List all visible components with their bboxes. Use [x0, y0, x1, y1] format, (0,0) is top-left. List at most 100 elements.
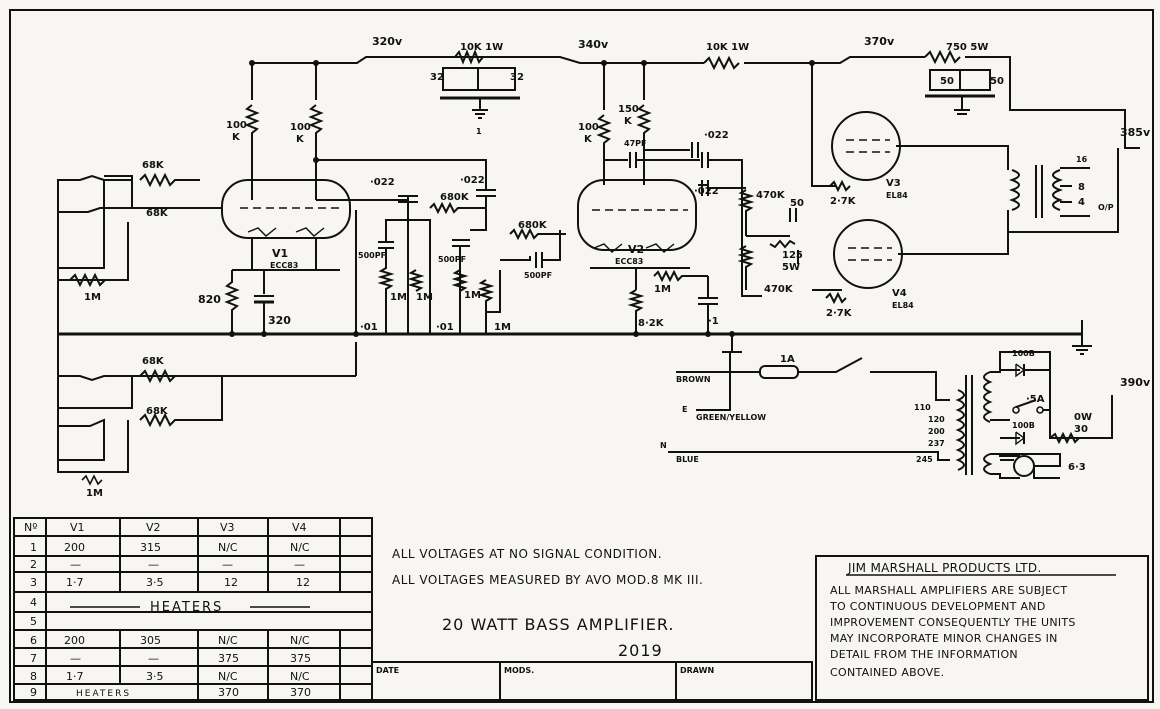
- cap-47pf: 47PF: [624, 139, 646, 148]
- pot-1m-c: 1M: [464, 290, 481, 301]
- plate-resistors: [244, 104, 652, 190]
- table-row-2-v3: —: [222, 558, 233, 571]
- table-row-6-v4: N/C: [290, 634, 310, 647]
- table-row-1-no: 1: [30, 541, 37, 554]
- table-row-3-v3: 12: [224, 576, 238, 589]
- filter-section-1: [440, 49, 520, 119]
- table-row-1-v3: N/C: [218, 541, 238, 554]
- table-row-7-v4: 375: [290, 652, 311, 665]
- tap-200: 200: [928, 427, 945, 436]
- cap-022-a: ·022: [370, 177, 395, 188]
- note-line-2: ALL VOLTAGES MEASURED BY AVO MOD.8 MK II…: [392, 573, 703, 587]
- r-2k7-a: 2·7K: [830, 196, 857, 207]
- cap-01-a: ·01: [360, 322, 378, 333]
- tube-v4: [833, 210, 1009, 289]
- table-row-9-no: 9: [30, 686, 37, 699]
- cap-022-c: ·022: [704, 130, 729, 141]
- table-row-6-v3: N/C: [218, 634, 238, 647]
- table-row-6-v1: 200: [64, 634, 85, 647]
- table-row-9-v3: 370: [218, 686, 239, 699]
- r-680k-b: 680K: [518, 220, 548, 231]
- voltage-390: 390v: [1120, 376, 1151, 389]
- table-row-3-no: 3: [30, 576, 37, 589]
- cap-022-d: ·022: [694, 186, 719, 197]
- rect-a: 100B: [1012, 349, 1035, 358]
- mains-transformer: [955, 351, 1113, 479]
- table-row-1-v2: 315: [140, 541, 161, 554]
- title-block-mods: MODS.: [504, 666, 534, 675]
- phase-inverter: [737, 130, 851, 305]
- tap-120: 120: [928, 415, 945, 424]
- company-name: JIM MARSHALL PRODUCTS LTD.: [847, 561, 1042, 575]
- pot-1m-d: 1M: [494, 322, 511, 333]
- table-row-6-no: 6: [30, 634, 37, 647]
- r-68k-1: 68K: [142, 160, 165, 171]
- drawing-border: [9, 9, 1154, 703]
- r-8k2: 8·2K: [638, 318, 665, 329]
- junctions: [229, 60, 815, 337]
- v4-type: EL84: [892, 301, 914, 310]
- r-100k-a-unit: K: [232, 132, 241, 143]
- table-row-2-v4: —: [294, 558, 305, 571]
- r-125-5w: 125: [782, 250, 803, 261]
- tap-110: 110: [914, 403, 931, 412]
- table-row-3-v4: 12: [296, 576, 310, 589]
- r-10k-1w-b: 10K 1W: [706, 42, 749, 53]
- title-block: [371, 661, 813, 701]
- table-row-2-v2: —: [148, 558, 159, 571]
- rect-b: 100B: [1012, 421, 1035, 430]
- r-100k-b-unit: K: [296, 134, 305, 145]
- fuse-1a: 1A: [780, 354, 795, 365]
- v1-type: ECC83: [270, 261, 298, 270]
- v4-label: V4: [892, 288, 907, 299]
- table-row-2-v1: —: [70, 558, 81, 571]
- r-1m-v2: 1M: [654, 284, 671, 295]
- table-header-v4: V4: [292, 521, 307, 534]
- v2-type: ECC83: [615, 257, 643, 266]
- r-68k-4: 68K: [146, 406, 169, 417]
- table-row-7-v3: 375: [218, 652, 239, 665]
- fuse-5a: ·5A: [1026, 394, 1045, 405]
- input-jacks-upper: [57, 172, 222, 334]
- title-block-date: DATE: [376, 666, 399, 675]
- table-row-7-v2: —: [148, 652, 159, 665]
- wire-blue: BLUE: [676, 455, 699, 464]
- table-row-8-v2: 3·5: [146, 670, 164, 683]
- table-row-8-v1: 1·7: [66, 670, 84, 683]
- cap-500pf-c: 500PF: [524, 271, 552, 280]
- tap-4: 4: [1078, 197, 1085, 208]
- company-line-2: TO CONTINUOUS DEVELOPMENT AND: [829, 600, 1046, 613]
- r-1m-in1: 1M: [84, 292, 101, 303]
- table-row-8-v3: N/C: [218, 670, 238, 683]
- table-row-3-v1: 1·7: [66, 576, 84, 589]
- table-row-1-v1: 200: [64, 541, 85, 554]
- note-line-1: ALL VOLTAGES AT NO SIGNAL CONDITION.: [392, 547, 662, 561]
- wire-green-yellow: GREEN/YELLOW: [696, 413, 766, 422]
- table-header-v2: V2: [146, 521, 161, 534]
- r-470k-b: 470K: [764, 284, 794, 295]
- drawing-number: 2019: [618, 641, 663, 660]
- voltage-table: Nº V1 V2 V3 V4 1 200 315 N/C N/C 2 — — —…: [24, 521, 311, 699]
- cap-500pf-a: 500PF: [358, 251, 386, 260]
- cap-500pf-b: 500PF: [438, 255, 466, 264]
- output-transformer: [1007, 148, 1119, 233]
- cap-32b: 32: [510, 72, 524, 83]
- cap-50a: 50: [940, 76, 954, 87]
- pot-1m-a: 1M: [390, 292, 407, 303]
- r-2k7-b: 2·7K: [826, 308, 853, 319]
- table-row-5-no: 5: [30, 615, 37, 628]
- r-68k-3: 68K: [142, 356, 165, 367]
- company-line-5: DETAIL FROM THE INFORMATION: [830, 648, 1018, 661]
- table-row-8-no: 8: [30, 670, 37, 683]
- cap-022-b: ·022: [460, 175, 485, 186]
- v1-cathode: [224, 270, 274, 334]
- table-header-v3: V3: [220, 521, 235, 534]
- r-100k-a: 100: [226, 120, 247, 131]
- company-line-4: MAY INCORPORATE MINOR CHANGES IN: [830, 632, 1058, 645]
- v2-label: V2: [628, 243, 644, 256]
- ht-rail: [251, 49, 1140, 149]
- r-150k-unit: K: [624, 116, 633, 127]
- company-box: [815, 555, 1149, 701]
- ground-1-label: 1: [476, 127, 482, 136]
